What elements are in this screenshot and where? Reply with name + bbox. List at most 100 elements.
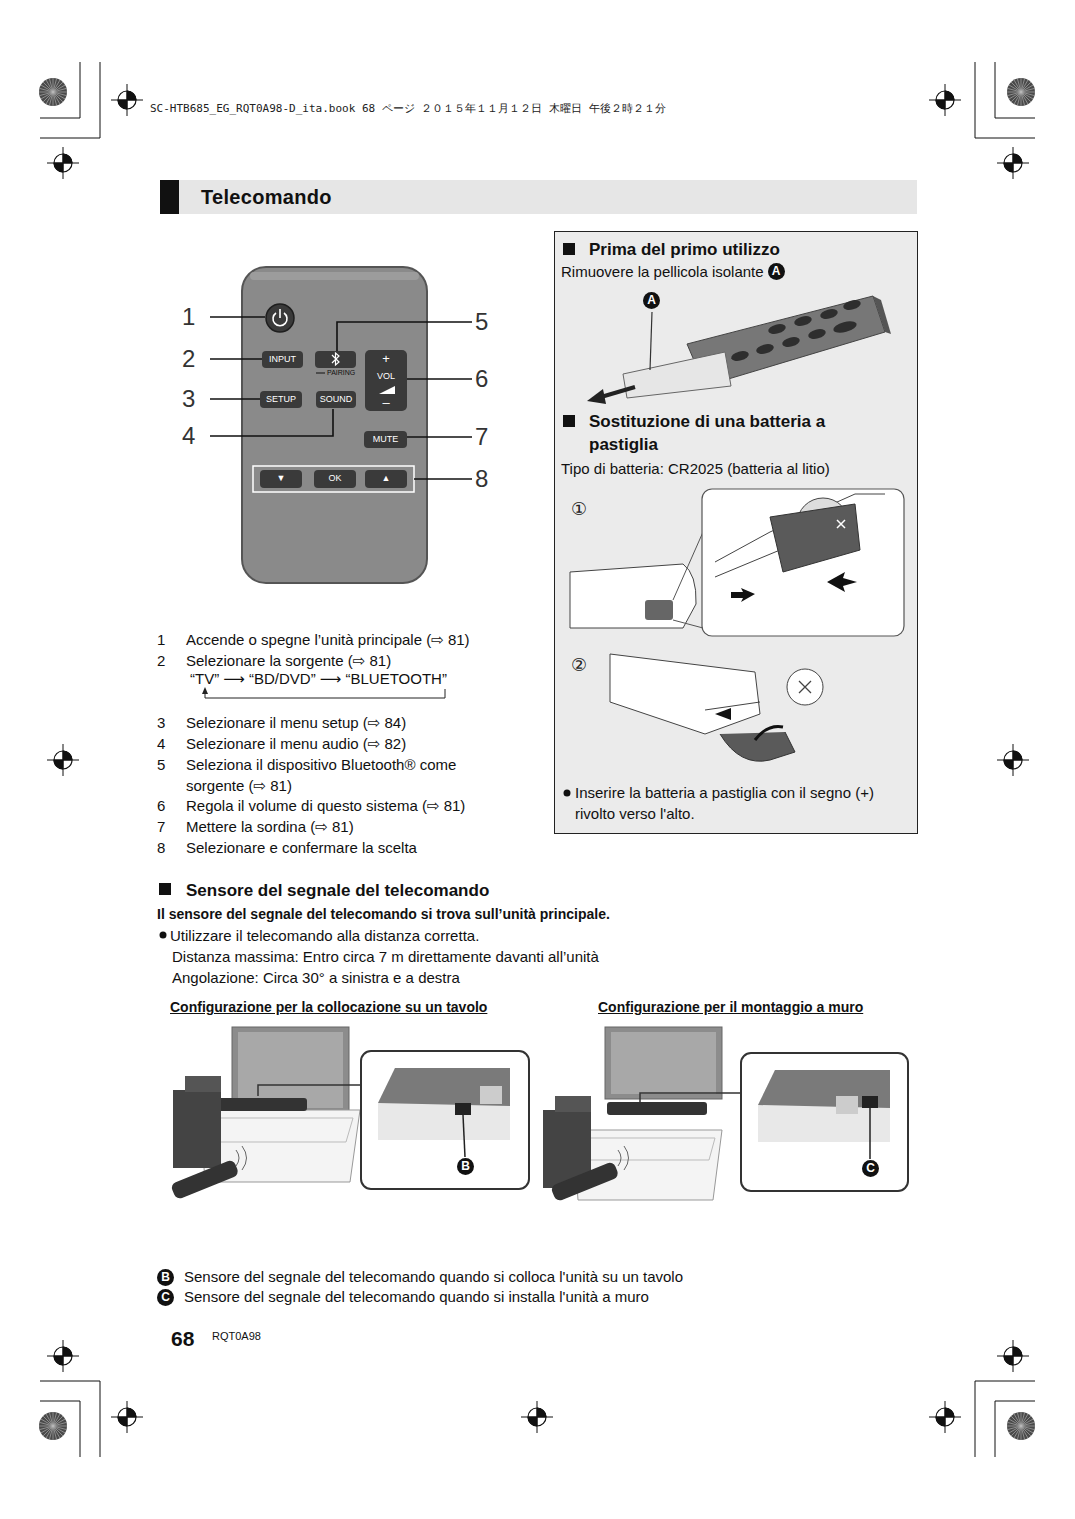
sunburst-mark (46, 80, 53, 92)
body-text: Selezionare e confermare la scelta (186, 837, 417, 858)
sunburst-mark (1021, 1419, 1033, 1426)
sunburst-mark (49, 78, 53, 92)
crop-marks (975, 1381, 1035, 1382)
sunburst-mark (53, 1422, 67, 1426)
button-label: ▲ (365, 473, 407, 484)
body-text: 4 (157, 733, 165, 754)
remote-control (250, 272, 419, 280)
film-removal-figure (793, 314, 813, 327)
crop-marks (100, 62, 101, 138)
table-setup-scene (378, 1068, 510, 1140)
wall-setup-scene (618, 1146, 629, 1170)
leader-lines (407, 436, 472, 438)
page-title: Telecomando (201, 185, 332, 209)
sunburst-mark (53, 88, 67, 92)
sunburst-mark (1007, 1412, 1035, 1440)
sunburst-mark (53, 1426, 57, 1440)
callout-number: 4 (182, 422, 195, 450)
battery-step-two (755, 727, 783, 740)
sunburst-mark (1021, 1426, 1025, 1440)
battery-step-two (787, 669, 823, 705)
leader-lines (210, 398, 260, 400)
crop-marks (997, 147, 1029, 179)
crop-marks (111, 1401, 143, 1433)
sunburst-mark (1017, 1412, 1021, 1426)
figure-heading: Configurazione per la collocazione su un… (170, 998, 487, 1016)
callout-number: 8 (475, 465, 488, 493)
table-setup-scene (215, 1098, 307, 1111)
remote-control (266, 304, 294, 332)
circled-letter: B (457, 1158, 474, 1175)
callout-number: 3 (182, 385, 195, 413)
remote-control (316, 373, 325, 374)
sunburst-mark (53, 85, 65, 92)
info-panel: Prima del primo utilizzoRimuovere la pel… (554, 231, 918, 834)
crop-marks (47, 1340, 79, 1372)
heading-marks (563, 415, 575, 427)
sunburst-mark (39, 78, 67, 106)
crop-marks (975, 62, 976, 138)
callout-number: 5 (475, 308, 488, 336)
body-text: Angolazione: Circa 30° a sinistra e a de… (172, 967, 460, 988)
button-label: SOUND (316, 394, 356, 405)
battery-step-two (715, 708, 731, 720)
wall-setup-scene (605, 1027, 722, 1099)
crop-marks (521, 1401, 553, 1433)
heading-marks (564, 790, 571, 797)
section-marks (160, 932, 167, 939)
film-removal-figure (781, 335, 801, 348)
circled-letter: B (157, 1269, 174, 1286)
remote-control (316, 391, 356, 408)
sunburst-mark (1007, 92, 1021, 96)
battery-step-one (570, 564, 696, 628)
film-removal-figure (587, 389, 606, 404)
title-band (160, 180, 917, 214)
cycle-bracket (202, 687, 445, 698)
film-removal-figure (832, 319, 858, 335)
leader-lines (337, 322, 472, 351)
film-removal-figure (730, 298, 862, 362)
body-text: Mettere la sordina (⇨ 81) (186, 816, 354, 837)
wall-setup-scene (555, 1096, 591, 1112)
body-text: Utilizzare il telecomando alla distanza … (170, 925, 479, 946)
table-setup-scene (170, 1027, 529, 1200)
sunburst-mark (1007, 1412, 1035, 1440)
film-removal-figure (623, 352, 731, 398)
wall-setup-scene (607, 1102, 707, 1115)
body-text: “TV” ⟶ “BD/DVD” ⟶ “BLUETOOTH” (190, 668, 447, 689)
wall-setup-scene (862, 1096, 878, 1108)
crop-marks (40, 118, 80, 119)
remote-control (332, 353, 339, 365)
sunburst-mark (46, 1414, 53, 1426)
figure-heading: Configurazione per il montaggio a muro (598, 998, 863, 1016)
crop-marks (40, 62, 1035, 1457)
cycle-bracket (205, 689, 445, 698)
callout-number: 6 (475, 365, 488, 393)
table-setup-scene (207, 1118, 353, 1142)
sunburst-mark (53, 1419, 65, 1426)
page-header: SC-HTB685_EG_RQT0A98-D_ita.book 68 ページ ２… (150, 101, 666, 116)
sunburst-mark (41, 92, 53, 99)
battery-step-two (610, 654, 823, 761)
crop-marks (47, 744, 79, 776)
table-setup-scene (378, 1068, 510, 1106)
leader-lines (210, 358, 262, 360)
table-setup-scene (455, 1103, 471, 1115)
leader-lines (210, 317, 472, 479)
remote-control (279, 309, 281, 318)
remote-control (242, 267, 427, 583)
crop-marks (995, 1401, 1035, 1402)
button-label: + (365, 352, 407, 365)
battery-step-one (702, 489, 904, 636)
sunburst-mark (1009, 1426, 1021, 1433)
body-text: Regola il volume di questo sistema (⇨ 81… (186, 795, 465, 816)
wall-setup-scene (573, 1130, 722, 1200)
body-text: 6 (157, 795, 165, 816)
film-removal-figure (819, 307, 839, 320)
remote-control (364, 431, 407, 448)
sunburst-mark (1021, 92, 1028, 104)
panel-text: Rimuovere la pellicola isolante (561, 261, 764, 282)
wall-setup-scene (550, 1161, 619, 1202)
film-removal-figure (873, 296, 891, 334)
crop-marks (929, 84, 961, 116)
